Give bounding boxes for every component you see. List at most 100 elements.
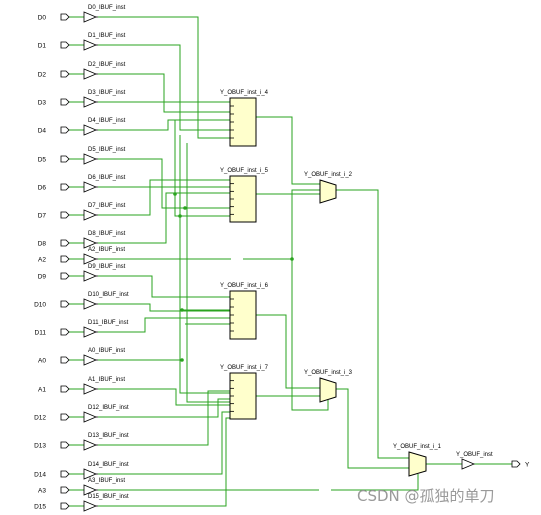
ibuf-triangle-icon [83,468,98,480]
lut-instance-label: Y_OBUF_inst_i_6 [220,283,269,289]
ibuf-triangle-icon [83,209,98,221]
net-junction [290,257,294,261]
input-port-label: D10 [34,301,46,308]
net-wire [98,303,230,312]
ibuf-triangle-icon [83,68,98,80]
lut-block [229,97,257,147]
output-port-label: Y [525,462,530,469]
schematic-parts [60,11,521,512]
net-wire [98,390,230,446]
lut-block [229,290,257,340]
net-wire [336,388,409,469]
input-port-label: A2 [38,256,46,263]
input-port-label: D4 [38,127,47,134]
net-wire [98,158,230,209]
input-port-label: A3 [38,487,46,494]
ibuf-instance-label: D13_IBUF_inst [88,433,129,439]
ibuf-triangle-icon [83,253,98,265]
ibuf-instance-label: D9_IBUF_inst [88,264,126,270]
obuf-triangle-icon [461,458,476,470]
ibuf-triangle-icon [83,11,98,23]
input-port-label: D15 [34,503,46,510]
obuf-instance-label: Y_OBUF_inst [456,452,493,458]
ibuf-instance-label: D1_IBUF_inst [88,33,126,39]
input-port-icon [60,155,70,163]
mux-block [319,377,337,403]
ibuf-triangle-icon [83,383,98,395]
input-port-label: D0 [38,14,47,21]
output-port-icon [511,460,521,468]
ibuf-triangle-icon [83,270,98,282]
input-port-icon [60,385,70,393]
ibuf-instance-label: D4_IBUF_inst [88,118,126,124]
input-port-icon [60,98,70,106]
ibuf-triangle-icon [83,484,98,496]
ibuf-triangle-icon [83,96,98,108]
net-junction [178,214,182,218]
input-port-icon [60,70,70,78]
watermark-text: CSDN @孤独的单刀 [357,487,495,505]
input-port-label: D9 [38,273,47,280]
lut-instance-label: Y_OBUF_inst_i_4 [220,90,269,96]
input-port-icon [60,413,70,421]
net-wire [98,73,230,113]
input-port-label: D3 [38,99,47,106]
net-wire [256,314,320,389]
input-port-label: D1 [38,42,47,49]
ibuf-instance-label: A2_IBUF_inst [88,247,125,253]
input-port-label: A1 [38,386,46,393]
ibuf-instance-label: A1_IBUF_inst [88,377,125,383]
input-port-icon [60,486,70,494]
net-wire [256,116,320,185]
net-wire [98,417,230,507]
input-port-label: A0 [38,357,46,364]
input-port-icon [60,470,70,478]
input-port-icon [60,183,70,191]
ibuf-instance-label: D14_IBUF_inst [88,462,129,468]
net-wire [331,474,419,491]
mux-instance-label: Y_OBUF_inst_i_3 [304,370,353,376]
net-wire [98,398,230,418]
ibuf-triangle-icon [83,354,98,366]
ibuf-triangle-icon [83,326,98,338]
input-port-label: D11 [35,329,47,336]
mux-block [408,451,427,477]
input-port-label: D5 [38,156,47,163]
input-port-label: D8 [38,240,47,247]
schematic-labels: D0D0_IBUF_instD1D1_IBUF_instD2D2_IBUF_in… [34,5,530,510]
net-junction [173,192,177,196]
ibuf-instance-label: D2_IBUF_inst [88,62,126,68]
input-port-label: D7 [38,212,47,219]
ibuf-instance-label: D11_IBUF_inst [88,320,129,326]
input-port-label: D14 [34,471,46,478]
net-wire [98,16,230,139]
net-wires [69,16,512,507]
ibuf-instance-label: D5_IBUF_inst [88,147,126,153]
input-port-icon [60,272,70,280]
ibuf-triangle-icon [83,411,98,423]
lut-instance-label: Y_OBUF_inst_i_7 [220,365,269,371]
input-port-icon [60,255,70,263]
ibuf-instance-label: D3_IBUF_inst [88,90,126,96]
net-wire [98,275,230,298]
input-port-icon [60,300,70,308]
input-port-icon [60,211,70,219]
net-wire [174,120,230,217]
net-wire [243,189,328,260]
mux-instance-label: Y_OBUF_inst_i_2 [304,172,353,178]
net-junction [183,206,187,210]
net-wire [291,259,329,411]
ibuf-instance-label: D7_IBUF_inst [88,203,126,209]
input-port-label: D6 [38,184,47,191]
input-port-icon [60,502,70,510]
net-wire [186,143,230,403]
net-wire [179,135,230,394]
ibuf-triangle-icon [83,298,98,310]
net-wire [98,44,230,131]
net-wire [98,119,230,131]
ibuf-instance-label: D6_IBUF_inst [88,175,126,181]
ibuf-triangle-icon [83,153,98,165]
ibuf-instance-label: D8_IBUF_inst [88,231,126,237]
ibuf-instance-label: A0_IBUF_inst [88,348,125,354]
